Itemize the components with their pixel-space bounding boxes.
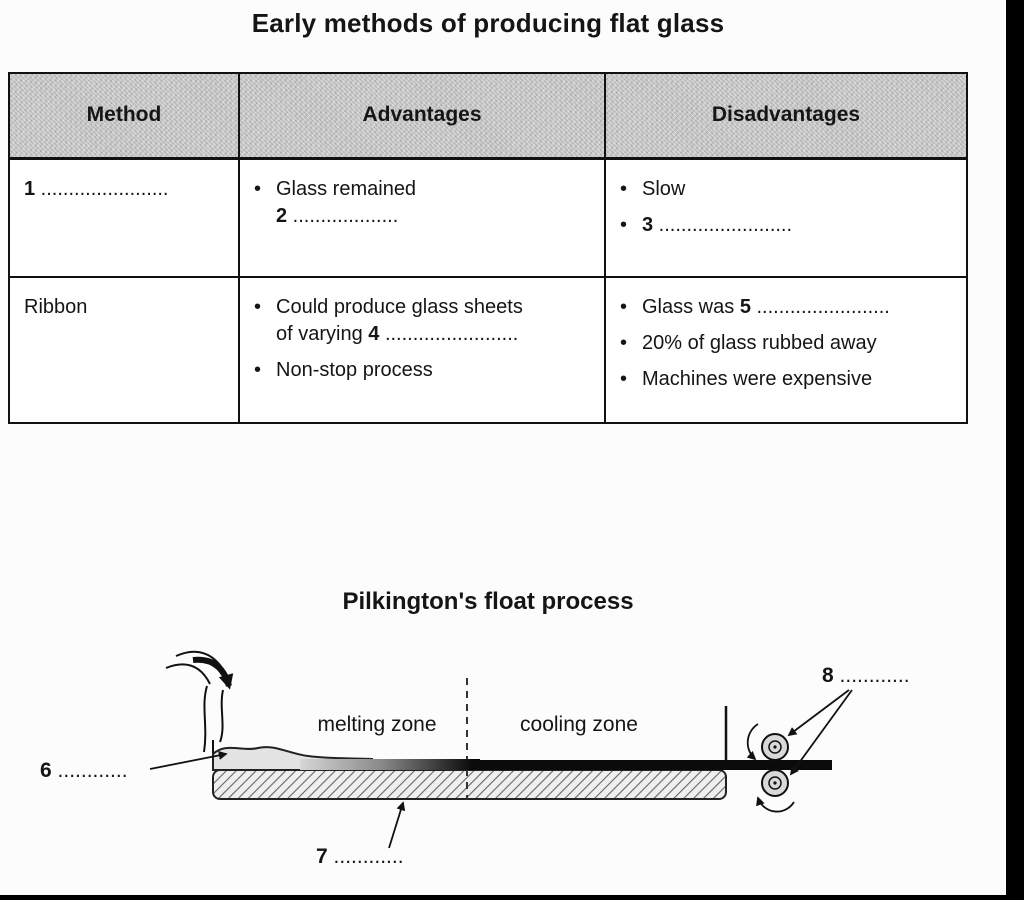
answer-blank-3-dots: ........................ — [653, 214, 793, 236]
bullet-icon: • — [254, 296, 262, 318]
top-roller-hub — [768, 740, 782, 754]
col-header-method: Method — [10, 74, 240, 157]
methods-table: Method Advantages Disadvantages 1 ......… — [8, 72, 968, 424]
advantage-text: Glass remained 2 ................... — [276, 176, 590, 230]
label-6-dots: ............ — [52, 759, 128, 782]
list-item: • Glass remained 2 ................... — [254, 176, 590, 230]
disadvantage-text: Machines were expensive — [642, 368, 873, 390]
bottom-roller-axle — [773, 781, 777, 785]
float-process-diagram: melting zone cooling zone 6 ............… — [40, 650, 910, 868]
advantage-line: Glass remained — [276, 178, 417, 200]
list-item: • Non-stop process — [254, 357, 590, 384]
list-item: • Machines were expensive — [620, 366, 952, 393]
advantages-cell-row1: • Glass remained 2 ................... — [240, 160, 606, 278]
pour-spout — [165, 650, 234, 753]
label-6: 6 ............ — [40, 750, 228, 782]
melting-zone-label: melting zone — [317, 713, 436, 736]
answer-blank-1-dots: ....................... — [35, 178, 169, 200]
disadvantage-text: Slow — [642, 178, 686, 200]
col-header-disadvantages: Disadvantages — [606, 74, 966, 157]
label-8-dots: ............ — [834, 664, 910, 687]
melting-glass-gradient — [300, 759, 480, 770]
stream-wall-line — [203, 685, 208, 753]
label-6-text: 6 ............ — [40, 759, 128, 782]
disadvantage-text: Glass was 5 ........................ — [642, 294, 952, 321]
label-8-text: 8 ............ — [822, 664, 910, 687]
list-item: • Could produce glass sheets of varying … — [254, 294, 590, 348]
list-item: • 20% of glass rubbed away — [620, 330, 952, 357]
bottom-roller-hub — [768, 776, 782, 790]
bullet-icon: • — [620, 368, 628, 390]
list-item: • Glass was 5 ........................ — [620, 294, 952, 321]
answer-blank-5-number: 5 — [739, 296, 751, 318]
scan-edge-bottom — [0, 895, 1024, 900]
answer-blank-1-number: 1 — [24, 178, 36, 200]
label-8-pointer-line-bottom-roller — [789, 689, 853, 776]
bullet-icon: • — [620, 214, 628, 236]
float-bath — [212, 678, 728, 800]
advantage-text: Non-stop process — [276, 359, 433, 381]
bullet-icon: • — [620, 178, 628, 200]
answer-blank-2-number: 2 — [276, 205, 288, 227]
advantages-cell-row2: • Could produce glass sheets of varying … — [240, 278, 606, 422]
bullet-icon: • — [254, 178, 262, 200]
label-7-text: 7 ............ — [316, 845, 404, 868]
bullet-icon: • — [254, 359, 262, 381]
label-8-pointer-line-top-roller — [787, 689, 850, 737]
col-header-advantages: Advantages — [240, 74, 606, 157]
pour-flow-arrow — [192, 656, 234, 690]
label-7-number: 7 — [316, 845, 328, 868]
table-row-2: Ribbon • Could produce glass sheets of v… — [10, 278, 966, 422]
disadvantage-line: Glass was — [642, 296, 740, 318]
answer-blank-4-dots: ........................ — [379, 323, 519, 345]
label-6-number: 6 — [40, 759, 52, 782]
disadvantages-cell-row2: • Glass was 5 ........................ •… — [606, 278, 966, 422]
label-7: 7 ............ — [316, 801, 406, 868]
top-roller-axle — [773, 745, 777, 749]
top-roller-rotation-arrow — [746, 723, 759, 761]
method-cell-row1: 1 ....................... — [10, 160, 240, 278]
table-header-row: Method Advantages Disadvantages — [10, 74, 966, 160]
advantage-line: Could produce glass sheets — [276, 296, 523, 318]
list-item: • 3 ........................ — [620, 212, 952, 239]
bath-hatched-base — [212, 769, 727, 800]
spout-curve-line — [165, 663, 211, 685]
answer-blank-3-number: 3 — [642, 214, 654, 236]
method-cell-row2: Ribbon — [10, 278, 240, 422]
list-item: • Slow — [620, 176, 952, 203]
label-8-number: 8 — [822, 664, 834, 687]
bullet-icon: • — [620, 332, 628, 354]
rollers — [746, 723, 795, 813]
glass-ribbon — [470, 760, 832, 770]
scan-edge-right — [1006, 0, 1024, 900]
diagram-title: Pilkington's float process — [342, 588, 634, 615]
disadvantage-text: 3 ........................ — [642, 212, 952, 239]
page-title: Early methods of producing flat glass — [251, 8, 725, 38]
label-8: 8 ............ — [787, 664, 910, 776]
disadvantage-text: 20% of glass rubbed away — [642, 332, 877, 354]
cooling-zone-label: cooling zone — [520, 713, 638, 736]
table-row-1: 1 ....................... • Glass remain… — [10, 160, 966, 278]
answer-blank-4-number: 4 — [368, 323, 380, 345]
molten-glass — [212, 746, 832, 771]
answer-blank-5-dots: ........................ — [750, 296, 890, 318]
label-7-dots: ............ — [328, 845, 404, 868]
label-7-pointer-line — [388, 801, 406, 849]
advantage-line: of varying — [276, 323, 369, 345]
bottom-roller-rotation-arrow — [756, 796, 795, 813]
advantage-text: Could produce glass sheets of varying 4 … — [276, 294, 590, 348]
answer-blank-2-dots: ................... — [287, 205, 399, 227]
stream-wall-line — [219, 689, 224, 743]
label-6-pointer-line — [149, 750, 228, 770]
disadvantages-cell-row1: • Slow • 3 ........................ — [606, 160, 966, 278]
bullet-icon: • — [620, 296, 628, 318]
